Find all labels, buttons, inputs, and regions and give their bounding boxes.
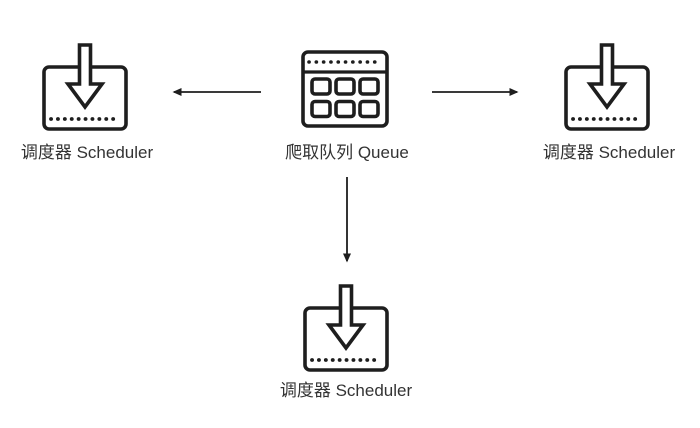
node-scheduler-bottom	[303, 284, 389, 372]
node-label-queue: 爬取队列 Queue	[285, 143, 409, 162]
node-scheduler-left	[42, 43, 128, 131]
node-scheduler-right	[564, 43, 650, 131]
node-label-scheduler-left: 调度器 Scheduler	[20, 143, 154, 162]
inbox-download-icon	[564, 43, 650, 131]
node-label-scheduler-right: 调度器 Scheduler	[542, 143, 676, 162]
inbox-download-icon	[303, 284, 389, 372]
node-queue	[301, 50, 389, 128]
inbox-download-icon	[42, 43, 128, 131]
queue-grid-icon	[301, 50, 389, 128]
node-label-scheduler-bottom: 调度器 Scheduler	[279, 381, 413, 400]
